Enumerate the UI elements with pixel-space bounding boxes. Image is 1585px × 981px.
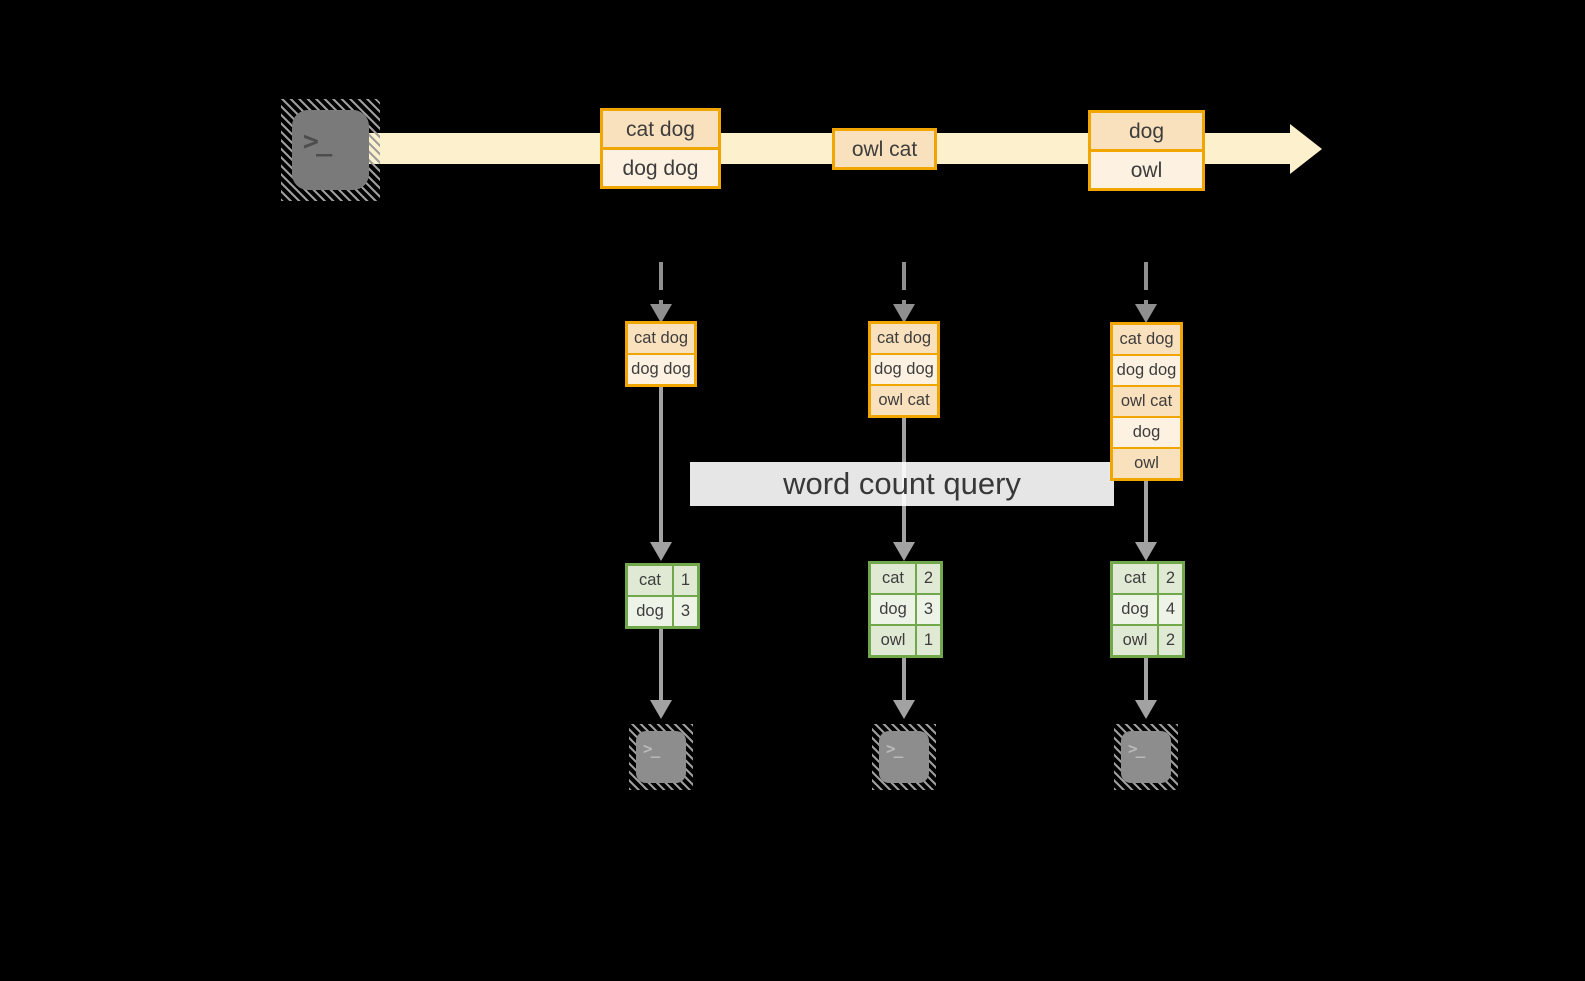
- count-cell: 2: [917, 564, 940, 593]
- word-cell: dog: [628, 597, 672, 626]
- record: dog dog: [603, 150, 718, 186]
- word-cell: cat: [628, 566, 672, 595]
- record: dog: [1091, 113, 1202, 149]
- record: dog dog: [1113, 356, 1180, 385]
- query-arrow-line: [659, 387, 663, 543]
- terminal-screen: >_: [879, 731, 929, 783]
- word-cell: cat: [1113, 564, 1157, 593]
- count-cell: 4: [1159, 595, 1182, 624]
- sink-terminal-icon: >_: [872, 724, 936, 790]
- table-row: dog 3: [871, 595, 940, 624]
- table-row: owl 1: [871, 626, 940, 655]
- dashed-arrowhead-icon: [650, 304, 672, 323]
- count-cell: 3: [917, 595, 940, 624]
- sink-arrowhead-icon: [1135, 700, 1157, 719]
- sink-arrowhead-icon: [650, 700, 672, 719]
- count-cell: 3: [674, 597, 697, 626]
- word-cell: cat: [871, 564, 915, 593]
- sink-arrowhead-icon: [893, 700, 915, 719]
- terminal-prompt-glyph: >_: [643, 739, 660, 759]
- input-buffer-2: cat dog dog dog owl cat: [868, 321, 940, 418]
- count-table-3: cat 2 dog 4 owl 2: [1110, 561, 1185, 658]
- word-cell: dog: [1113, 595, 1157, 624]
- input-buffer-1: cat dog dog dog: [625, 321, 697, 387]
- dashed-arrowhead-icon: [893, 304, 915, 323]
- query-label: word count query: [690, 462, 1114, 506]
- word-cell: owl: [871, 626, 915, 655]
- record: cat dog: [603, 111, 718, 147]
- count-cell: 2: [1159, 626, 1182, 655]
- sink-terminal-icon: >_: [629, 724, 693, 790]
- timeline-batch-1: cat dog dog dog: [600, 108, 721, 189]
- word-cell: dog: [871, 595, 915, 624]
- record: dog dog: [628, 355, 694, 384]
- count-cell: 2: [1159, 564, 1182, 593]
- source-terminal-icon: >_: [281, 99, 380, 201]
- count-cell: 1: [917, 626, 940, 655]
- record: dog: [1113, 418, 1180, 447]
- dashed-arrow-line: [902, 262, 906, 306]
- query-arrowhead-icon: [893, 542, 915, 561]
- sink-arrow-line: [1144, 658, 1148, 701]
- count-table-1: cat 1 dog 3: [625, 563, 700, 629]
- dashed-arrow-line: [1144, 262, 1148, 306]
- terminal-prompt-glyph: >_: [886, 739, 903, 759]
- word-cell: owl: [1113, 626, 1157, 655]
- table-row: dog 4: [1113, 595, 1182, 624]
- record: owl: [1113, 449, 1180, 478]
- terminal-prompt-glyph: >_: [302, 126, 332, 157]
- record: owl cat: [871, 386, 937, 415]
- record: owl cat: [835, 131, 934, 167]
- query-arrowhead-icon: [1135, 542, 1157, 561]
- table-row: cat 2: [871, 564, 940, 593]
- terminal-screen: >_: [1121, 731, 1171, 783]
- sink-arrow-line: [659, 629, 663, 701]
- record: cat dog: [1113, 325, 1180, 354]
- sink-terminal-icon: >_: [1114, 724, 1178, 790]
- query-arrow-line: [1144, 478, 1148, 543]
- input-buffer-3: cat dog dog dog owl cat dog owl: [1110, 322, 1183, 481]
- record: dog dog: [871, 355, 937, 384]
- timeline-batch-3: dog owl: [1088, 110, 1205, 191]
- record: owl cat: [1113, 387, 1180, 416]
- record: owl: [1091, 152, 1202, 188]
- table-row: dog 3: [628, 597, 697, 626]
- dashed-arrow-line: [659, 262, 663, 306]
- table-row: cat 2: [1113, 564, 1182, 593]
- timeline-batch-2: owl cat: [832, 128, 937, 170]
- query-arrowhead-icon: [650, 542, 672, 561]
- sink-arrow-line: [902, 658, 906, 701]
- dashed-arrowhead-icon: [1135, 304, 1157, 323]
- table-row: cat 1: [628, 566, 697, 595]
- count-cell: 1: [674, 566, 697, 595]
- table-row: owl 2: [1113, 626, 1182, 655]
- query-label-text: word count query: [783, 466, 1021, 501]
- count-table-2: cat 2 dog 3 owl 1: [868, 561, 943, 658]
- record: cat dog: [871, 324, 937, 353]
- record: cat dog: [628, 324, 694, 353]
- terminal-screen: >_: [636, 731, 686, 783]
- terminal-prompt-glyph: >_: [1128, 739, 1145, 759]
- terminal-screen: >_: [292, 110, 369, 190]
- stream-timeline-arrowhead-icon: [1290, 124, 1322, 174]
